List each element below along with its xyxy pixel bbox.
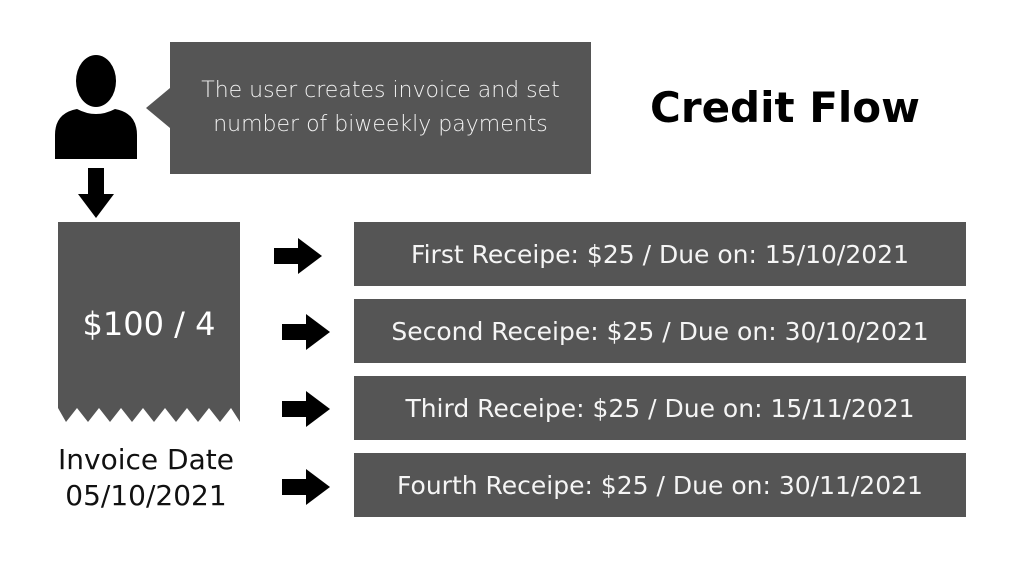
receipt-second: Second Receipe: $25 / Due on: 30/10/2021: [354, 299, 966, 363]
speech-bubble: [146, 42, 591, 174]
receipt-fourth: Fourth Receipe: $25 / Due on: 30/11/2021: [354, 453, 966, 517]
page-title: Credit Flow: [650, 83, 920, 132]
speech-line-2: number of biweekly payments: [213, 112, 548, 137]
invoice-receipt-shape: [58, 222, 240, 422]
user-icon: [55, 55, 137, 159]
speech-bubble-text: The user creates invoice and set number …: [170, 42, 591, 174]
arrow-down-icon: [78, 168, 114, 218]
arrow-right-icon: [282, 314, 330, 350]
arrow-right-icon: [282, 391, 330, 427]
arrow-right-icon: [282, 469, 330, 505]
invoice-date: Invoice Date 05/10/2021: [45, 442, 247, 514]
invoice-amount: $100 / 4: [82, 305, 216, 343]
invoice-date-value: 05/10/2021: [65, 479, 227, 512]
arrow-right-icon: [274, 238, 322, 274]
receipt-third: Third Receipe: $25 / Due on: 15/11/2021: [354, 376, 966, 440]
receipt-first: First Receipe: $25 / Due on: 15/10/2021: [354, 222, 966, 286]
invoice-date-label: Invoice Date: [58, 443, 234, 476]
speech-line-1: The user creates invoice and set: [201, 78, 560, 103]
